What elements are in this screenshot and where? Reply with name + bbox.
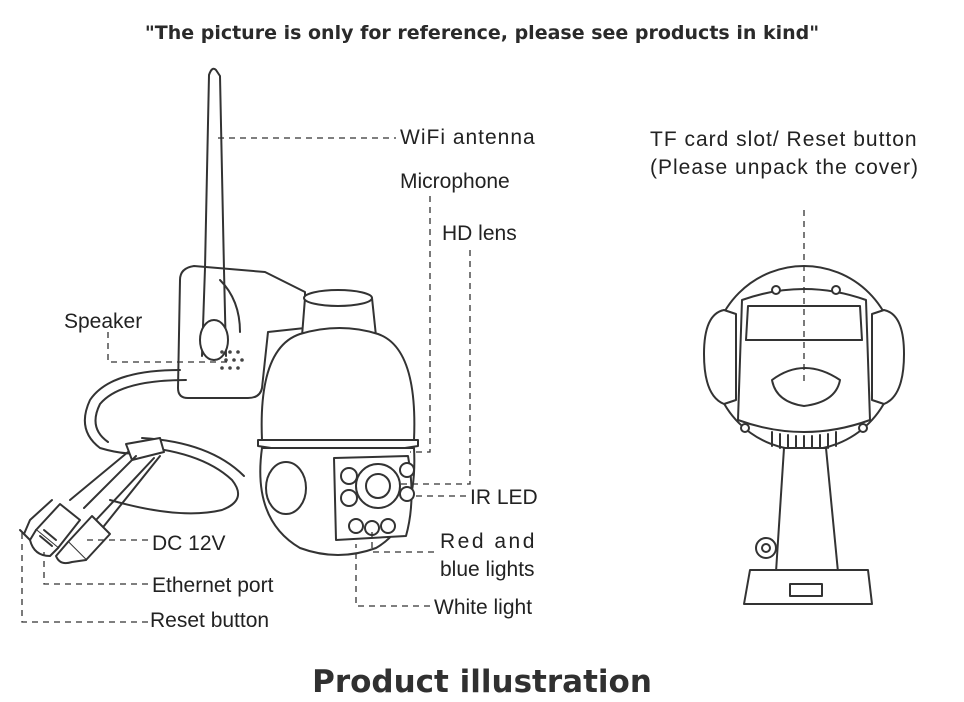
label-tf-card-line1: TF card slot/ Reset button	[650, 128, 918, 151]
label-ethernet-port: Ethernet port	[152, 574, 274, 597]
label-hd-lens: HD lens	[442, 222, 517, 245]
leader-hd-lens	[400, 250, 471, 485]
label-reset-button: Reset button	[150, 609, 270, 632]
leader-speaker	[107, 332, 228, 363]
leader-microphone	[410, 196, 431, 453]
reference-note: "The picture is only for reference, plea…	[144, 22, 820, 44]
cooling-fins	[771, 431, 837, 451]
red-blue-lights-drawing	[348, 518, 396, 536]
left-camera-illustration	[19, 67, 419, 565]
right-camera-illustration	[703, 265, 905, 605]
dome-drawing	[260, 327, 416, 441]
caption-product-illustration: Product illustration	[312, 664, 652, 700]
label-white-light: White light	[434, 596, 533, 619]
mount-arm-drawing	[177, 265, 306, 399]
speaker-grille	[220, 350, 244, 370]
leader-white-light	[355, 544, 430, 607]
label-tf-card-line2: (Please unpack the cover)	[650, 156, 919, 179]
label-ir-led: IR LED	[470, 486, 538, 509]
label-dc-12v: DC 12V	[152, 532, 226, 555]
label-microphone: Microphone	[400, 170, 510, 193]
label-speaker: Speaker	[64, 310, 143, 333]
mount-stem-drawing	[775, 447, 839, 573]
reset-lead-drawing	[23, 499, 53, 535]
leader-lines	[21, 137, 805, 623]
label-red-blue-line2: blue lights	[440, 558, 535, 581]
label-red-blue-line1: Red and	[440, 530, 537, 553]
wifi-antenna-drawing	[204, 67, 225, 271]
leader-reset	[21, 532, 148, 623]
tf-cover-drawing	[771, 367, 841, 407]
leader-ethernet	[43, 552, 148, 585]
label-wifi-antenna: WiFi antenna	[400, 126, 536, 149]
